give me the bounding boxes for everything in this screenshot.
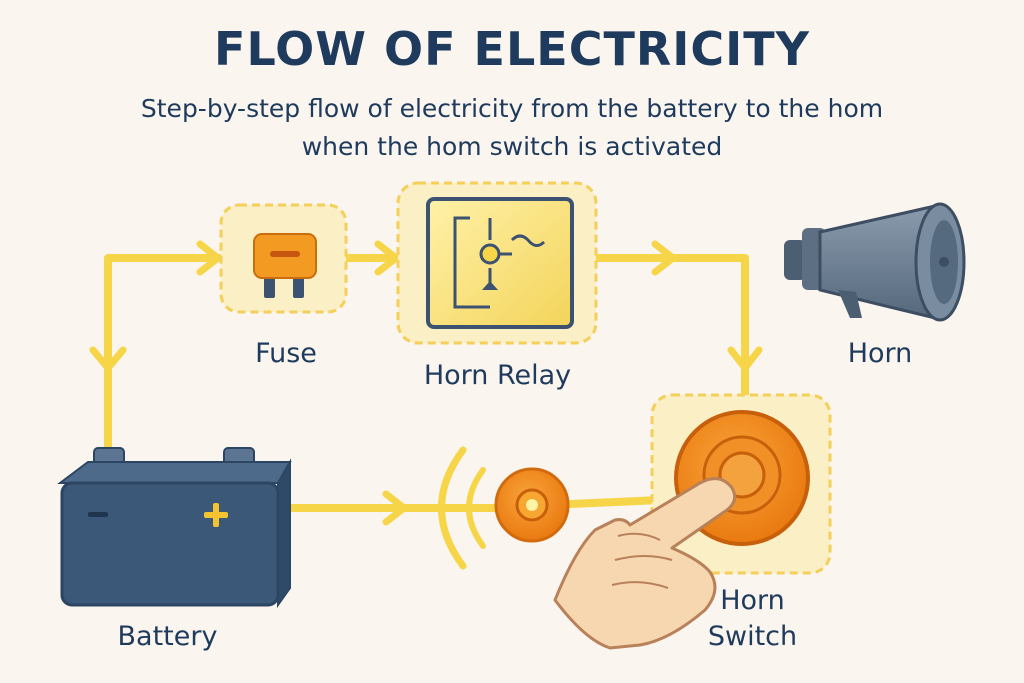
horn-label: Horn (847, 338, 913, 369)
page-title: FLOW OF ELECTRICITY (214, 22, 810, 76)
signal-button-icon (494, 467, 570, 543)
switch-label-line-1: Horn (720, 585, 785, 616)
switch-icon (650, 393, 832, 575)
wire-relay-to-switch (586, 254, 749, 399)
subtitle-line-1: Step-by-step flow of electricity from th… (140, 94, 884, 123)
battery-icon (57, 447, 292, 609)
arrow-right-from-relay (651, 240, 677, 276)
switch-label-line-2: Switch (707, 621, 798, 652)
arrow-right-to-relay (374, 240, 400, 276)
fuse-icon (219, 203, 348, 314)
arrow-right-to-fuse (196, 240, 222, 276)
relay-label: Horn Relay (423, 360, 572, 391)
fuse-label: Fuse (255, 338, 317, 369)
horn-icon (784, 202, 966, 322)
hand-icon (553, 477, 737, 650)
page-subtitle: Step-by-step flow of electricity from th… (0, 90, 1024, 166)
arrow-right-to-button (382, 490, 408, 526)
battery-label: Battery (117, 621, 218, 652)
wires (104, 254, 749, 512)
relay-icon (396, 181, 598, 345)
arrow-down-to-switch (727, 346, 763, 372)
signal-waves-icon (438, 446, 486, 570)
switch-label: Horn Switch (690, 583, 815, 655)
flow-arrows (89, 240, 763, 526)
subtitle-line-2: when the hom switch is activated (301, 132, 723, 161)
wire-battery-to-fuse (104, 254, 229, 454)
arrow-down-left (89, 346, 127, 372)
wire-button-to-switch (566, 496, 664, 508)
